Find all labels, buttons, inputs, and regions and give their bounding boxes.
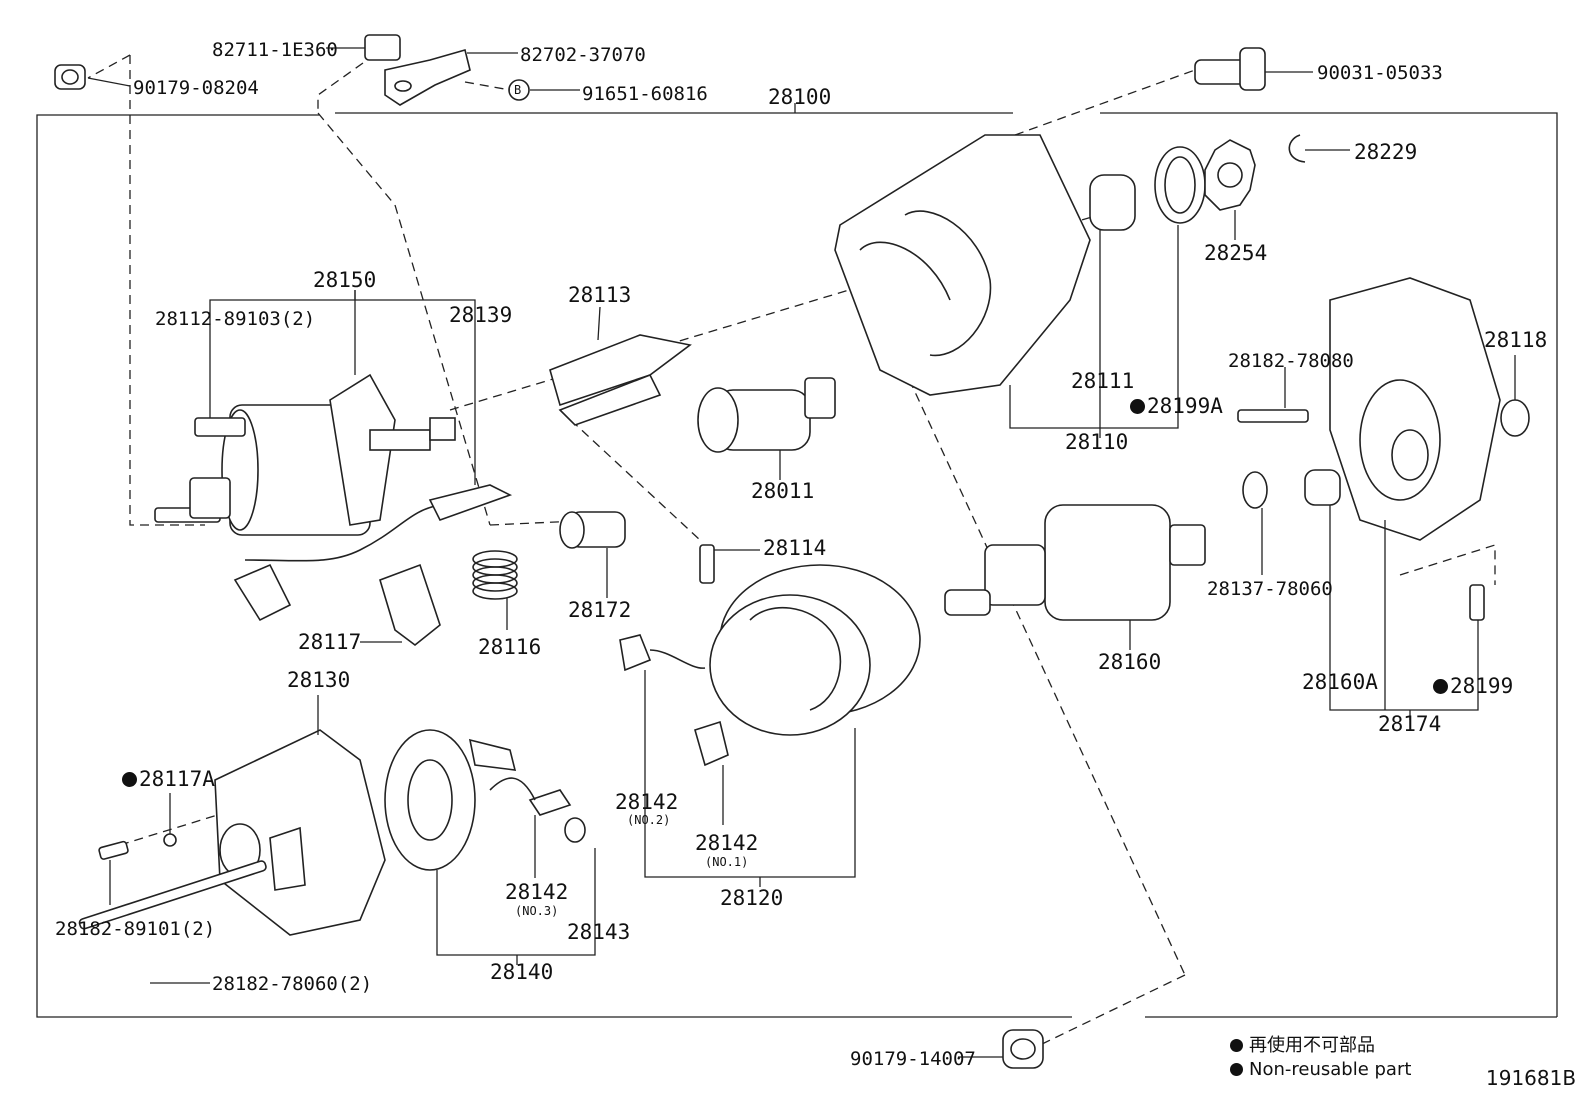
terminal-82711 — [364, 34, 401, 61]
legend-dot-icon — [1230, 1039, 1243, 1052]
label-28199: 28199 — [1450, 674, 1514, 698]
leader-lines — [87, 47, 1516, 1058]
housing-28110 — [834, 134, 1206, 396]
label-no2: (NO.2) — [627, 813, 671, 827]
label-28139: 28139 — [449, 303, 513, 327]
legend-line-jp: 再使用不可部品 — [1230, 1037, 1375, 1055]
pin-28114 — [699, 544, 715, 584]
plunger-28172 — [559, 511, 626, 549]
label-28112-89103: 28112-89103(2) — [155, 308, 316, 330]
label-assembly-28100: 28100 — [768, 85, 832, 109]
legend-text-en: Non-reusable part — [1249, 1059, 1412, 1080]
label-82702-37070: 82702-37070 — [520, 44, 646, 66]
label-90179-14007: 90179-14007 — [850, 1048, 976, 1070]
label-28160a: 28160A — [1302, 670, 1378, 694]
legend-text-jp: 再使用不可部品 — [1249, 1035, 1375, 1056]
terminal-82702 — [384, 49, 471, 106]
label-28116: 28116 — [478, 635, 542, 659]
label-82711-1e360: 82711-1E360 — [212, 39, 338, 61]
label-28011: 28011 — [751, 479, 815, 503]
label-28130: 28130 — [287, 668, 351, 692]
lever-28113 — [549, 334, 692, 426]
non-reusable-dot-28117a — [122, 772, 137, 787]
label-28118: 28118 — [1484, 328, 1548, 352]
label-28142-no3: 28142 — [505, 880, 569, 904]
label-28199a: 28199A — [1147, 394, 1223, 418]
label-28140: 28140 — [490, 960, 554, 984]
b-mark — [508, 79, 530, 101]
label-28182-78060: 28182-78060(2) — [212, 973, 373, 995]
figure-code: 191681B — [1486, 1066, 1577, 1090]
non-reusable-dot-28199 — [1433, 679, 1448, 694]
brush-holder-28140 — [384, 729, 586, 871]
nut-90179-14007 — [1002, 1029, 1044, 1069]
label-28150: 28150 — [313, 268, 377, 292]
end-frame-28174 — [1237, 277, 1530, 621]
non-reusable-dot-28199a — [1130, 399, 1145, 414]
nut-90179-08204 — [54, 64, 86, 90]
clutch-28011 — [697, 377, 836, 453]
b-mark-letter: B — [514, 83, 522, 97]
label-90031-05033: 90031-05033 — [1317, 62, 1443, 84]
label-28254: 28254 — [1204, 241, 1268, 265]
snap-ring-28229 — [1288, 134, 1306, 163]
label-28142-no1: 28142 — [695, 831, 759, 855]
label-28120: 28120 — [720, 886, 784, 910]
pinion-28254 — [1204, 139, 1256, 211]
label-28114: 28114 — [763, 536, 827, 560]
label-91651-60816: 91651-60816 — [582, 83, 708, 105]
label-28111: 28111 — [1071, 369, 1135, 393]
label-28229: 28229 — [1354, 140, 1418, 164]
bolt-90031 — [1194, 47, 1266, 91]
label-28117: 28117 — [298, 630, 362, 654]
label-28172: 28172 — [568, 598, 632, 622]
label-28137-78060: 28137-78060 — [1207, 578, 1333, 600]
label-28113: 28113 — [568, 283, 632, 307]
legend-dot-icon — [1230, 1063, 1243, 1076]
spring-28116 — [472, 550, 518, 600]
armature-28160 — [944, 504, 1206, 621]
label-28143: 28143 — [567, 920, 631, 944]
label-28182-78080: 28182-78080 — [1228, 350, 1354, 372]
label-28174: 28174 — [1378, 712, 1442, 736]
boot-28117 — [379, 563, 441, 647]
label-28182-89101: 28182-89101(2) — [55, 918, 216, 940]
legend-line-en: Non-reusable part — [1230, 1061, 1411, 1079]
label-28160: 28160 — [1098, 650, 1162, 674]
end-frame-28130 — [78, 729, 386, 936]
label-90179-08204: 90179-08204 — [133, 77, 259, 99]
label-28117a: 28117A — [139, 767, 215, 791]
label-no1: (NO.1) — [705, 855, 749, 869]
label-28110: 28110 — [1065, 430, 1129, 454]
yoke-28120 — [619, 564, 921, 767]
label-no3: (NO.3) — [515, 904, 559, 918]
label-28142-no2: 28142 — [615, 790, 679, 814]
solenoid-28150 — [154, 373, 513, 622]
assembly-frame — [36, 103, 1558, 1018]
